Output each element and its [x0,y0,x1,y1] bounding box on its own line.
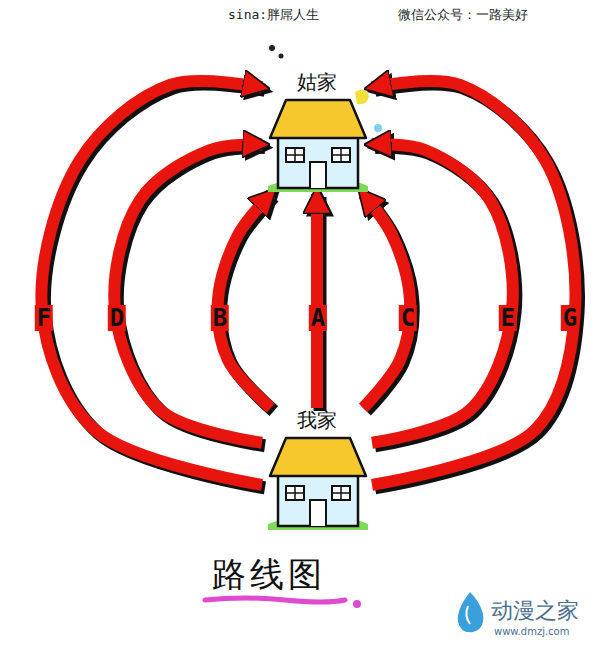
ink-dot [279,54,284,59]
watermark: 动漫之家 [491,596,579,626]
route-arrow [218,194,271,408]
house-roof [270,100,366,138]
watermark: www.dmzj.com [494,626,569,637]
house-node: 姑家 [262,70,372,194]
house-node: 我家 [262,408,372,532]
route-arrow [311,194,323,408]
route-letter: C [399,305,417,331]
credit-text: sina:胖屌人生 [228,6,319,24]
credit-text: 微信公众号：一路美好 [398,6,528,24]
house-label: 姑家 [262,70,372,94]
route-arrow [114,144,262,442]
house-window [332,486,350,500]
route-letter: F [35,305,53,331]
route-letter: G [561,305,579,331]
route-arrow [372,81,575,485]
arrow-shadow [44,84,265,488]
house-door [310,162,326,188]
house-drawing [262,94,372,194]
house-window [286,148,304,162]
house-window [286,486,304,500]
house-window [332,148,350,162]
route-letter: D [108,305,126,331]
ink-dot [269,45,275,51]
house-window [332,486,350,500]
logo-drop [466,606,470,624]
logo-drop [458,592,484,632]
house-wall [278,136,358,188]
caption: 路线图 [212,552,326,598]
route-arrow [372,144,513,442]
route-arrow [41,81,262,485]
route-arrow [363,194,410,408]
ink-dot [353,600,361,608]
paint-splash [355,90,369,105]
arrow-shadow [375,147,516,445]
house-drawing [262,432,372,532]
house-door [310,500,326,526]
house-label: 我家 [262,408,372,432]
house-roof [270,438,366,476]
paint-splash [374,124,382,132]
house-wall [278,474,358,526]
house-window [286,486,304,500]
house-window [286,148,304,162]
route-letter: A [309,305,327,331]
caption-underline [205,598,345,602]
house-window [332,148,350,162]
route-letter: B [211,305,229,331]
route-letter: E [499,305,517,331]
